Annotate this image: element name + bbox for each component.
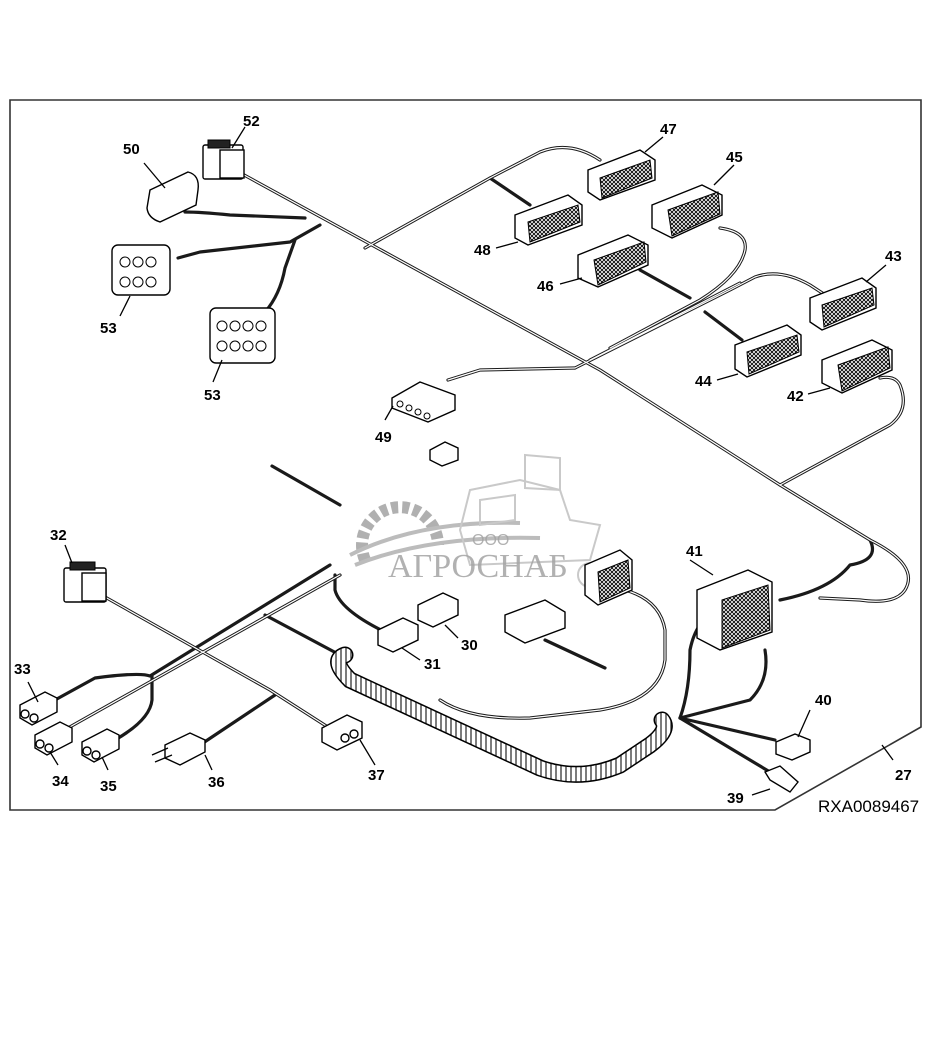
connector-31[interactable] bbox=[377, 617, 419, 653]
callout-33: 33 bbox=[14, 661, 31, 678]
callout-32: 32 bbox=[50, 527, 67, 544]
coiled-cable-texture bbox=[331, 648, 672, 782]
connector-42[interactable] bbox=[821, 339, 893, 394]
watermark: ООО АГРОСНАБ bbox=[349, 453, 603, 588]
watermark-company-name: АГРОСНАБ bbox=[388, 548, 568, 585]
connector-30[interactable] bbox=[417, 592, 459, 628]
callout-53: 53 bbox=[204, 387, 221, 404]
connector-43[interactable] bbox=[809, 277, 877, 331]
callout-48: 48 bbox=[474, 242, 491, 259]
callout-41: 41 bbox=[686, 543, 703, 560]
connector-45[interactable] bbox=[651, 184, 723, 239]
connector-48[interactable] bbox=[514, 194, 583, 246]
connector-34[interactable] bbox=[34, 721, 73, 756]
connector-47[interactable] bbox=[587, 149, 656, 201]
connector-center-large[interactable] bbox=[584, 549, 633, 606]
callout-50: 50 bbox=[123, 141, 140, 158]
diagram-frame bbox=[9, 99, 922, 811]
connector-33[interactable] bbox=[19, 691, 58, 726]
connector-41[interactable] bbox=[696, 569, 773, 651]
callout-labels: 52 50 53 53 47 45 48 46 43 44 42 49 32 3… bbox=[14, 113, 912, 807]
callout-47: 47 bbox=[660, 121, 677, 138]
connector-52[interactable] bbox=[111, 244, 171, 296]
callout-43: 43 bbox=[885, 248, 902, 265]
reference-code: RXA0089467 bbox=[818, 797, 919, 816]
callout-44: 44 bbox=[695, 373, 712, 390]
connector-center-4pin[interactable] bbox=[504, 599, 566, 644]
leader-lines bbox=[27, 126, 894, 796]
connector-32[interactable] bbox=[63, 561, 107, 603]
callout-51: 52 bbox=[243, 113, 260, 130]
callout-35: 35 bbox=[100, 778, 117, 795]
connector-38[interactable] bbox=[429, 441, 459, 467]
callout-36: 36 bbox=[208, 774, 225, 791]
connector-39[interactable] bbox=[763, 765, 799, 793]
callout-27: 27 bbox=[895, 767, 912, 784]
callout-46: 46 bbox=[537, 278, 554, 295]
watermark-harvester-icon bbox=[458, 453, 603, 588]
callout-39: 39 bbox=[727, 790, 744, 807]
connector-53[interactable] bbox=[209, 307, 276, 364]
callout-49: 49 bbox=[375, 429, 392, 446]
callout-37: 37 bbox=[368, 767, 385, 784]
callout-42: 42 bbox=[787, 388, 804, 405]
connector-51[interactable] bbox=[202, 139, 245, 180]
callout-45: 45 bbox=[726, 149, 743, 166]
watermark-prefix: ООО bbox=[472, 532, 509, 549]
connector-46[interactable] bbox=[577, 234, 649, 288]
connector-40[interactable] bbox=[775, 733, 811, 761]
callout-31: 31 bbox=[424, 656, 441, 673]
callout-52: 53 bbox=[100, 320, 117, 337]
connector-35[interactable] bbox=[81, 728, 120, 763]
callout-30: 30 bbox=[461, 637, 478, 654]
connector-50[interactable] bbox=[146, 171, 199, 223]
wire-harness-inner bbox=[67, 146, 910, 739]
callout-34: 34 bbox=[52, 773, 69, 790]
connector-44[interactable] bbox=[734, 324, 802, 378]
connector-36[interactable] bbox=[151, 732, 206, 766]
callout-40: 40 bbox=[815, 692, 832, 709]
connector-37[interactable] bbox=[321, 714, 363, 751]
connector-49[interactable] bbox=[391, 381, 456, 423]
